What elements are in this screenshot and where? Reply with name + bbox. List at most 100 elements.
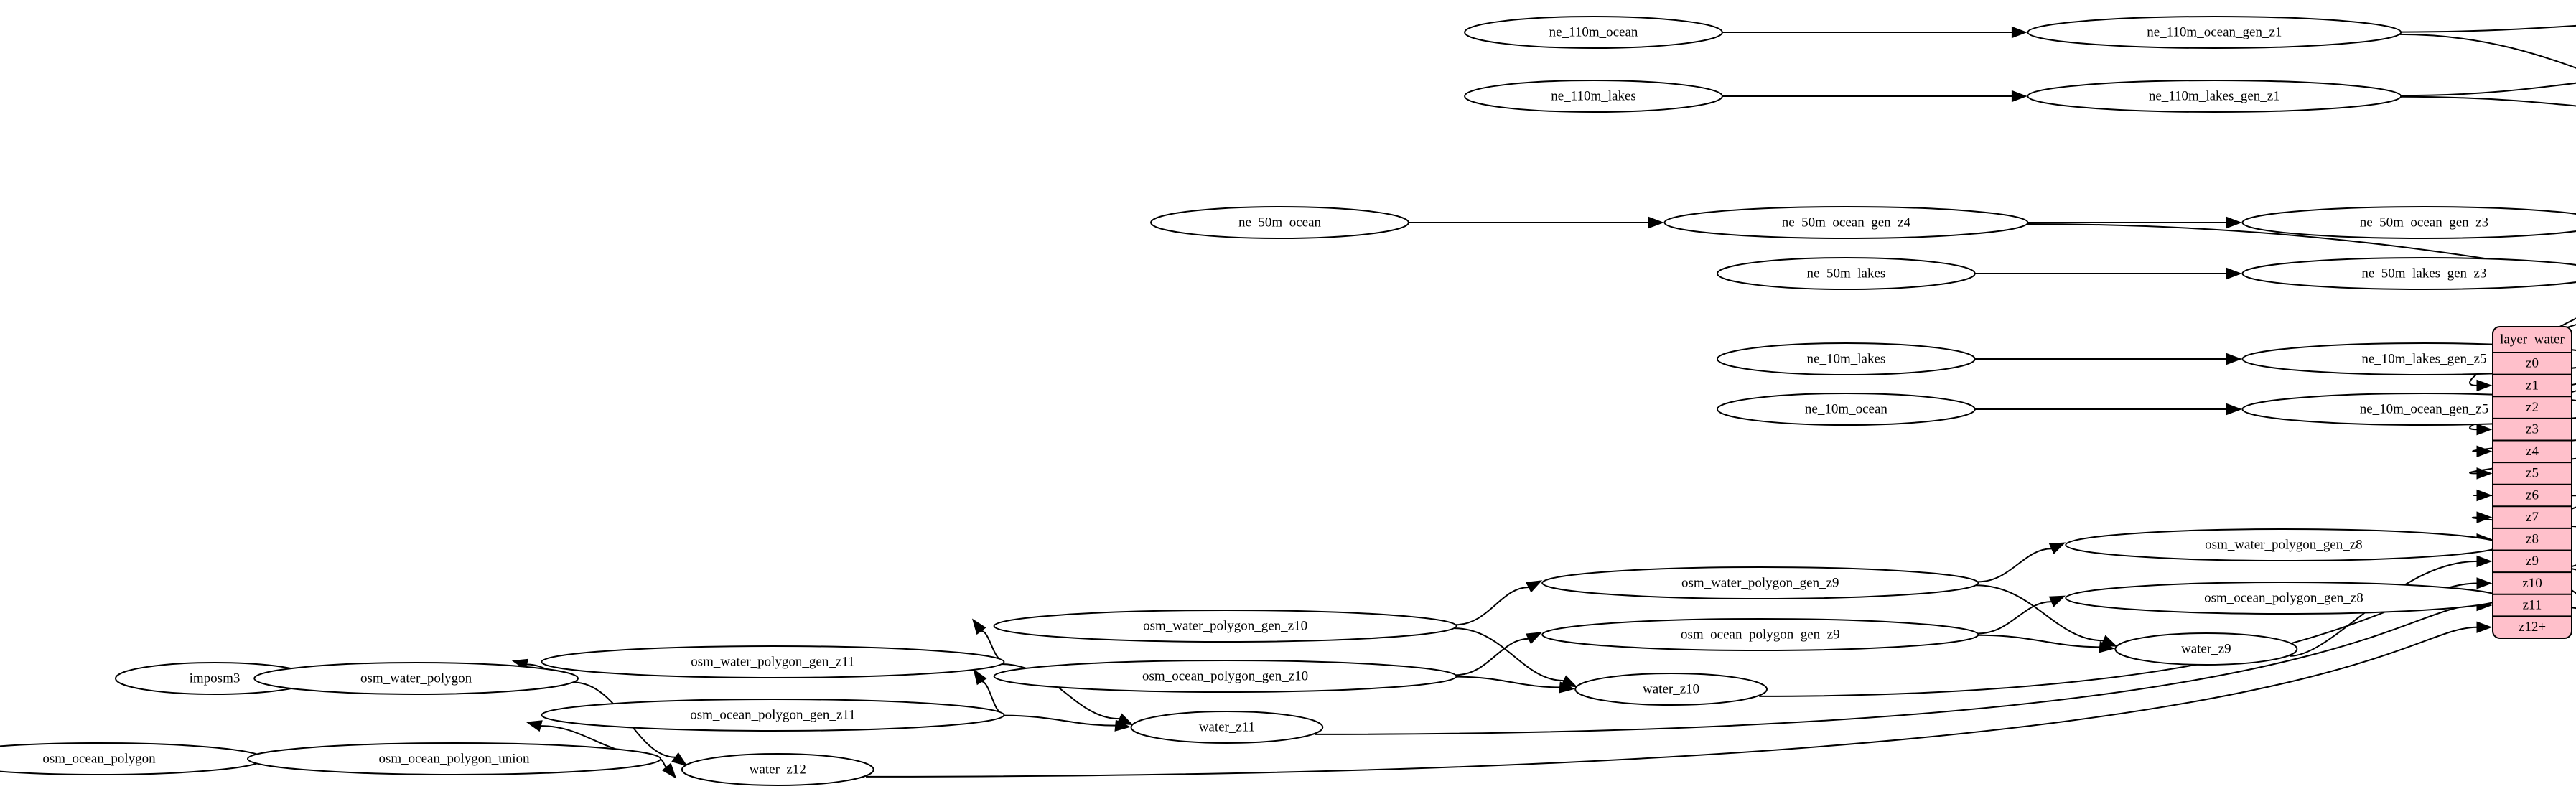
node-ne_50m_lakes[interactable]: ne_50m_lakes <box>1717 257 1976 290</box>
record-node-layer: layer_waterz0z1z2z3z4z5z6z7z8z9z10z11z12… <box>2492 326 2572 639</box>
node-shape <box>1541 618 1979 651</box>
arrowhead <box>2476 555 2493 568</box>
node-ne_110m_ocean_gen_z1[interactable]: ne_110m_ocean_gen_z1 <box>2027 16 2402 49</box>
node-shape <box>993 660 1457 693</box>
edge-osm_water_polygon_gen_z10-to-water_z10 <box>1454 627 1564 682</box>
node-shape <box>1541 566 1979 599</box>
node-ne_110m_lakes[interactable]: ne_110m_lakes <box>1464 80 1723 113</box>
node-shape <box>541 699 1005 732</box>
node-shape <box>1150 206 1409 239</box>
arrowhead <box>1525 632 1543 645</box>
node-osm_ocean_polygon[interactable]: osm_ocean_polygon <box>0 742 265 775</box>
node-osm_water_polygon_gen_z10[interactable]: osm_water_polygon_gen_z10 <box>993 610 1457 643</box>
record-row-z8[interactable]: z8 <box>2526 532 2539 547</box>
arrowhead <box>671 752 688 767</box>
arrowhead <box>2226 403 2242 416</box>
node-layer: ne_110m_ocean ne_110m_ocean_gen_z1 ne_110m… <box>0 16 2576 786</box>
node-label: osm_water_polygon_gen_z9 <box>1681 575 1839 590</box>
node-shape <box>2027 16 2402 49</box>
node-water_z9[interactable]: water_z9 <box>2114 632 2298 666</box>
arrowhead <box>2048 595 2066 607</box>
record-row-z5[interactable]: z5 <box>2526 466 2539 481</box>
node-label: osm_ocean_polygon_gen_z11 <box>690 707 855 722</box>
node-shape <box>2241 257 2576 290</box>
node-ne_110m_lakes_gen_z1[interactable]: ne_110m_lakes_gen_z1 <box>2027 80 2402 113</box>
edge-ne_50m_ocean_gen_z4-to-water_z4 <box>2027 223 2576 274</box>
arrowhead <box>1648 216 1664 229</box>
node-osm_ocean_polygon_gen_z9[interactable]: osm_ocean_polygon_gen_z9 <box>1541 618 1979 651</box>
node-water_z11[interactable]: water_z11 <box>1130 711 1324 744</box>
edge-osm_ocean_polygon_gen_z10-to-osm_ocean_polygon_gen_z9 <box>1455 638 1529 676</box>
node-ne_110m_ocean[interactable]: ne_110m_ocean <box>1464 16 1723 49</box>
edge-ne_110m_lakes_gen_z1-to-ne_110m_lakes_gen_z0 <box>2401 82 2576 97</box>
node-label: ne_50m_lakes <box>1807 266 1886 281</box>
node-ne_50m_lakes_gen_z3[interactable]: ne_50m_lakes_gen_z3 <box>2241 257 2576 290</box>
node-ne_50m_ocean_gen_z3[interactable]: ne_50m_ocean_gen_z3 <box>2241 206 2576 239</box>
record-row-z10[interactable]: z10 <box>2522 576 2542 591</box>
node-ne_50m_ocean[interactable]: ne_50m_ocean <box>1150 206 1409 239</box>
arrowhead <box>2476 467 2493 480</box>
record-row-z6[interactable]: z6 <box>2526 487 2539 503</box>
record-row-z0[interactable]: z0 <box>2526 356 2539 371</box>
arrowhead <box>971 618 986 635</box>
node-osm_ocean_polygon_union[interactable]: osm_ocean_polygon_union <box>247 742 661 775</box>
node-label: osm_water_polygon_gen_z8 <box>2205 537 2363 552</box>
record-row-z9[interactable]: z9 <box>2526 554 2539 569</box>
node-label: ne_110m_ocean_gen_z1 <box>2147 24 2282 39</box>
node-shape <box>1717 393 1976 426</box>
node-label: ne_110m_ocean <box>1549 24 1638 39</box>
node-shape <box>1717 342 1976 375</box>
record-row-z3[interactable]: z3 <box>2526 422 2539 437</box>
arrowhead <box>2226 216 2242 229</box>
node-osm_ocean_polygon_gen_z8[interactable]: osm_ocean_polygon_gen_z8 <box>2065 582 2503 615</box>
node-water_z10[interactable]: water_z10 <box>1574 673 1768 706</box>
arrowhead <box>1114 719 1131 732</box>
node-label: water_z12 <box>750 762 806 777</box>
arrowhead <box>2048 542 2066 554</box>
node-shape <box>1464 16 1723 49</box>
node-osm_water_polygon_gen_z9[interactable]: osm_water_polygon_gen_z9 <box>1541 566 1979 599</box>
node-osm_water_polygon_gen_z8[interactable]: osm_water_polygon_gen_z8 <box>2065 528 2503 561</box>
record-row-z2[interactable]: z2 <box>2526 400 2539 415</box>
edge-osm_water_polygon_gen_z10-to-osm_water_polygon_gen_z9 <box>1455 586 1529 626</box>
node-osm_water_polygon_gen_z11[interactable]: osm_water_polygon_gen_z11 <box>541 645 1005 678</box>
node-shape <box>2114 632 2298 666</box>
record-row-z1[interactable]: z1 <box>2526 378 2539 393</box>
arrowhead <box>2476 379 2493 392</box>
node-label: osm_water_polygon_gen_z11 <box>691 654 854 669</box>
node-label: ne_110m_lakes <box>1551 88 1636 103</box>
arrowhead <box>2476 489 2493 502</box>
node-label: osm_water_polygon_gen_z10 <box>1143 618 1307 633</box>
arrowhead <box>1559 681 1575 694</box>
node-water_z12[interactable]: water_z12 <box>681 753 874 786</box>
arrowhead <box>2476 423 2493 436</box>
arrowhead <box>2476 445 2493 457</box>
node-label: osm_ocean_polygon <box>42 751 156 766</box>
record-row-z4[interactable]: z4 <box>2526 444 2539 459</box>
node-osm_ocean_polygon_gen_z10[interactable]: osm_ocean_polygon_gen_z10 <box>993 660 1457 693</box>
node-shape <box>993 610 1457 643</box>
arrowhead <box>2476 577 2493 589</box>
edge-osm_ocean_polygon_gen_z9-to-water_z9 <box>1978 634 2100 648</box>
node-ne_10m_ocean[interactable]: ne_10m_ocean <box>1717 393 1976 426</box>
record-node-layer-water[interactable]: layer_waterz0z1z2z3z4z5z6z7z8z9z10z11z12… <box>2492 326 2572 639</box>
arrowhead <box>2476 511 2493 523</box>
record-row-z11[interactable]: z11 <box>2523 597 2542 612</box>
node-label: osm_ocean_polygon_gen_z10 <box>1142 668 1308 683</box>
node-ne_50m_ocean_gen_z4[interactable]: ne_50m_ocean_gen_z4 <box>1663 206 2029 239</box>
record-row-z12+[interactable]: z12+ <box>2519 620 2546 635</box>
edge-osm_ocean_polygon_union-to-water_z12 <box>660 758 667 768</box>
node-label: ne_50m_ocean <box>1238 215 1322 230</box>
node-ne_10m_lakes[interactable]: ne_10m_lakes <box>1717 342 1976 375</box>
node-osm_water_polygon[interactable]: osm_water_polygon <box>253 662 579 695</box>
node-shape <box>1130 711 1324 744</box>
arrowhead <box>2099 641 2115 653</box>
node-shape <box>541 645 1005 678</box>
edge-osm_ocean_polygon_gen_z9-to-osm_ocean_polygon_gen_z8 <box>1977 601 2052 635</box>
node-label: ne_10m_lakes <box>1807 351 1886 366</box>
node-osm_ocean_polygon_gen_z11[interactable]: osm_ocean_polygon_gen_z11 <box>541 699 1005 732</box>
record-row-z7[interactable]: z7 <box>2526 510 2539 525</box>
node-label: osm_ocean_polygon_union <box>378 751 530 766</box>
